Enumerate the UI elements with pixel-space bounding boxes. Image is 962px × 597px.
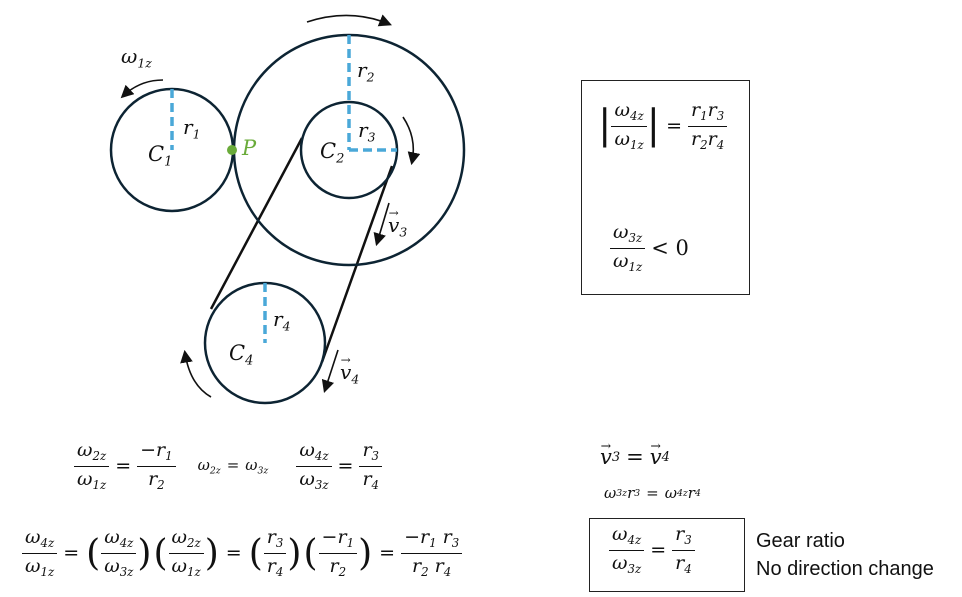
velocity-arrow-v3 — [373, 202, 390, 247]
rotation-arrow-1 — [120, 79, 164, 99]
v3-label: v3 — [388, 206, 407, 239]
notes: Gear ratio No direction change — [756, 527, 934, 583]
c2-label: C2 — [320, 139, 345, 167]
gear-ratio-box — [589, 518, 745, 592]
r2-label: r2 — [357, 58, 375, 85]
velocity-equality: v3 = v4 — [600, 438, 670, 469]
contact-point — [227, 145, 237, 155]
rotation-arrow-4 — [180, 349, 212, 398]
r1-label: r1 — [183, 115, 201, 142]
velocity-arrow-v4 — [321, 349, 339, 394]
c4-label: C4 — [229, 341, 254, 369]
rotation-arrow-2 — [306, 14, 392, 27]
relations-box — [581, 80, 750, 295]
r4-label: r4 — [273, 307, 291, 334]
note-no-direction-change: No direction change — [756, 558, 934, 580]
v4-label: v4 — [340, 353, 359, 386]
rotation-arrow-3 — [402, 116, 421, 166]
omega-1z-label: ω1z — [121, 44, 152, 71]
belt-left — [209, 137, 304, 310]
p-label: P — [242, 136, 257, 160]
r3-label: r3 — [358, 118, 376, 145]
c1-label: C1 — [148, 142, 173, 170]
note-gear-ratio: Gear ratio — [756, 530, 845, 552]
